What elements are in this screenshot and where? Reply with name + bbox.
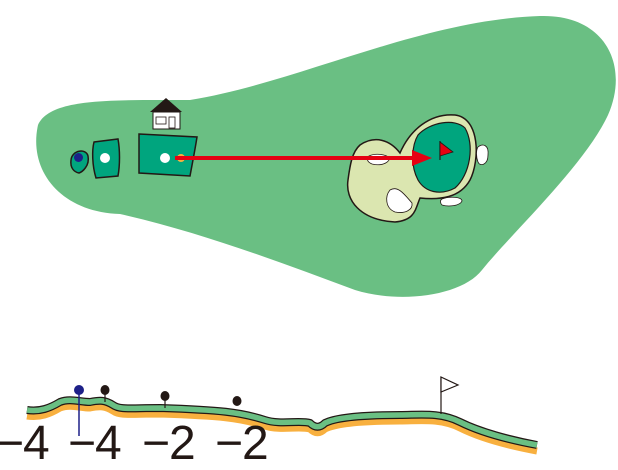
score-label: −2	[142, 417, 196, 470]
bunker	[476, 144, 489, 166]
bunker	[440, 196, 463, 207]
tee-marker-white	[160, 153, 170, 163]
pin-icon	[74, 385, 84, 436]
flag-icon	[439, 141, 454, 160]
pin-icon	[232, 396, 242, 406]
score-label: −4	[68, 417, 122, 470]
putting-green	[412, 121, 471, 193]
bunker	[386, 188, 413, 213]
shot-arrow	[175, 150, 432, 166]
pin-icon	[160, 391, 170, 408]
pin-icon	[100, 385, 110, 402]
score-label: −4	[0, 417, 50, 470]
score-label: −2	[215, 417, 269, 470]
clubhouse-icon	[150, 98, 182, 130]
flag-icon	[440, 376, 460, 414]
elevation-profile	[26, 396, 538, 455]
tee-marker-blue	[74, 153, 83, 162]
tee-marker-white	[100, 153, 110, 163]
